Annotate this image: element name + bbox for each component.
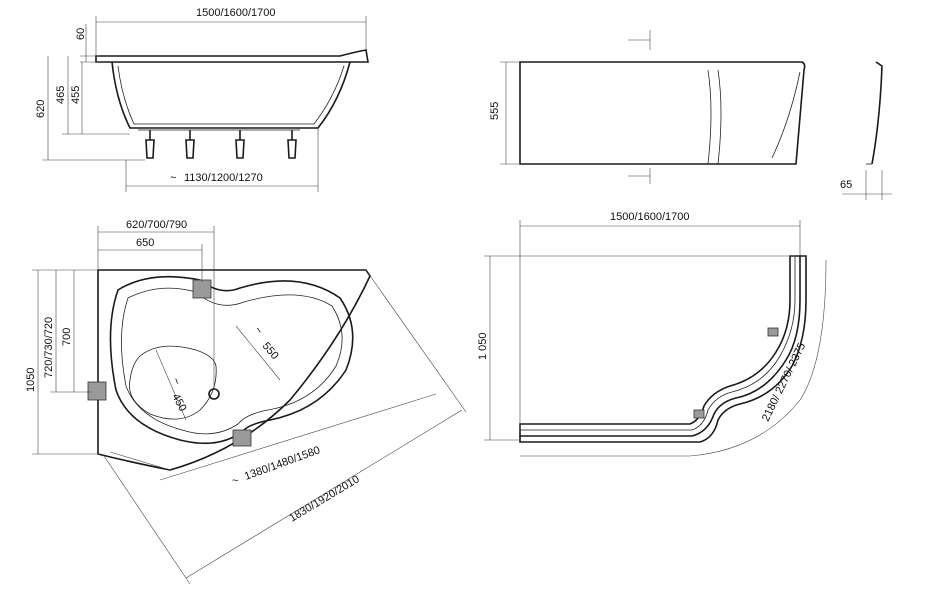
total-height-dim: 620	[35, 100, 47, 118]
panel-width-dim: 1500/1600/1700	[610, 211, 690, 223]
approx-symbol: ~	[169, 376, 183, 387]
panel-depth-dim: 1 050	[477, 332, 489, 360]
depth-variants-dim: 720/730/720	[43, 317, 55, 378]
leg-span-dim: 1130/1200/1270	[184, 172, 263, 184]
panel-side-profile: 65	[840, 61, 892, 200]
bath-top-view: 620/700/790 650 1050 720/730/720 700 ~ 1…	[25, 219, 467, 585]
panel-thickness-dim: 65	[840, 179, 852, 191]
panel-height-dim: 555	[489, 102, 501, 120]
inner-length-dim: 1380/1480/1580	[243, 444, 322, 482]
panel-front-view: 555	[489, 30, 806, 184]
inner-width-450-dim: 450	[169, 392, 188, 414]
panel-clip-icon	[693, 409, 705, 419]
overflow-icon	[87, 381, 107, 401]
side-view: 1500/1600/1700 60 620 465 455 ~ 1130/120…	[35, 7, 369, 192]
faucet-icon	[192, 279, 212, 299]
approx-symbol: ~	[170, 172, 176, 184]
faucet-icon	[232, 429, 252, 447]
depth-700-dim: 700	[61, 328, 73, 346]
outlet-offset-inner-dim: 650	[136, 237, 154, 249]
panel-clip-icon	[767, 327, 779, 337]
total-depth-dim: 1050	[25, 368, 37, 392]
side-width-dim: 1500/1600/1700	[196, 7, 276, 19]
height-455-dim: 455	[70, 86, 82, 104]
approx-symbol: ~	[232, 475, 238, 487]
approx-symbol: ~	[252, 324, 265, 337]
panel-top-view: 1500/1600/1700 1 050 2180/ 2270/ 2375	[477, 211, 827, 457]
rim-height-dim: 60	[75, 28, 87, 40]
outlet-offset-outer-dim: 620/700/790	[126, 219, 187, 231]
drain-icon	[208, 388, 220, 400]
diagonal-length-dim: 1830/1920/2010	[287, 473, 361, 524]
bath-legs	[138, 129, 300, 159]
height-465-dim: 465	[55, 86, 67, 104]
